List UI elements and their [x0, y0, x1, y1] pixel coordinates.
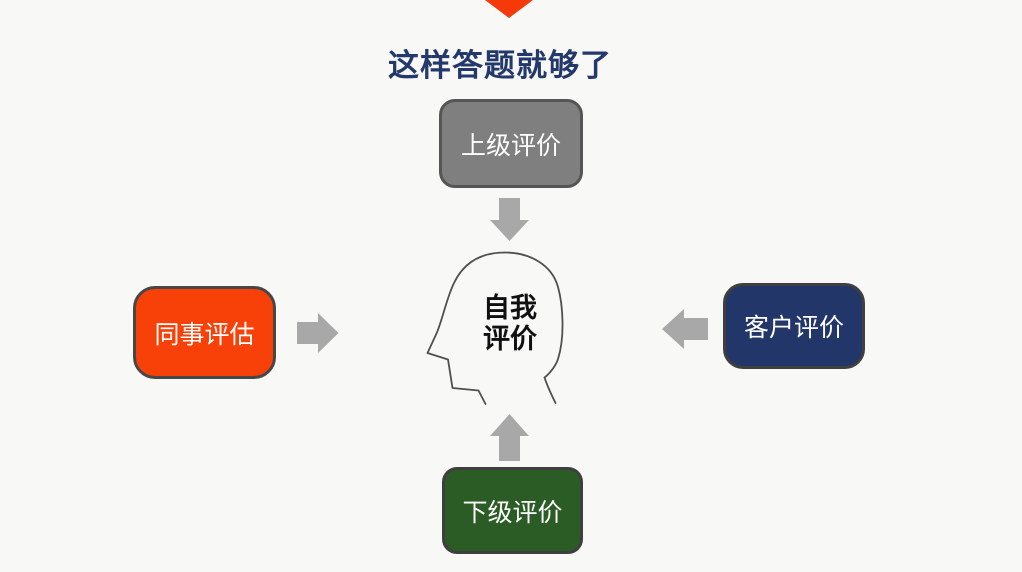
red-arrow-tip-icon	[485, 0, 533, 18]
node-superior-label: 上级评价	[460, 131, 561, 160]
node-superior-evaluation: 上级评价	[439, 99, 583, 188]
left-arrow-shape	[662, 309, 708, 349]
right-arrow-icon	[297, 313, 339, 353]
self-evaluation-line1: 自我	[483, 293, 537, 323]
node-customer-label: 客户评价	[743, 314, 844, 342]
node-subordinate-evaluation: 下级评价	[442, 467, 583, 554]
slide-title: 这样答题就够了	[388, 48, 612, 83]
self-evaluation-label: 自我 评价	[430, 293, 590, 355]
node-customer-evaluation: 客户评价	[723, 283, 865, 369]
node-subordinate-label: 下级评价	[462, 498, 563, 527]
self-evaluation-line2: 评价	[483, 324, 537, 354]
node-colleague-label: 同事评估	[154, 320, 255, 349]
down-arrow-shape	[490, 198, 529, 241]
left-arrow-icon	[662, 309, 708, 349]
up-arrow-shape	[490, 414, 529, 461]
head-outline	[426, 251, 564, 405]
down-arrow-icon	[490, 198, 529, 241]
up-arrow-icon	[490, 414, 529, 461]
right-arrow-shape	[297, 313, 339, 353]
node-colleague-assessment: 同事评估	[133, 286, 276, 379]
head-silhouette-icon	[426, 251, 564, 405]
red-arrow-tip-shape	[485, 0, 533, 18]
